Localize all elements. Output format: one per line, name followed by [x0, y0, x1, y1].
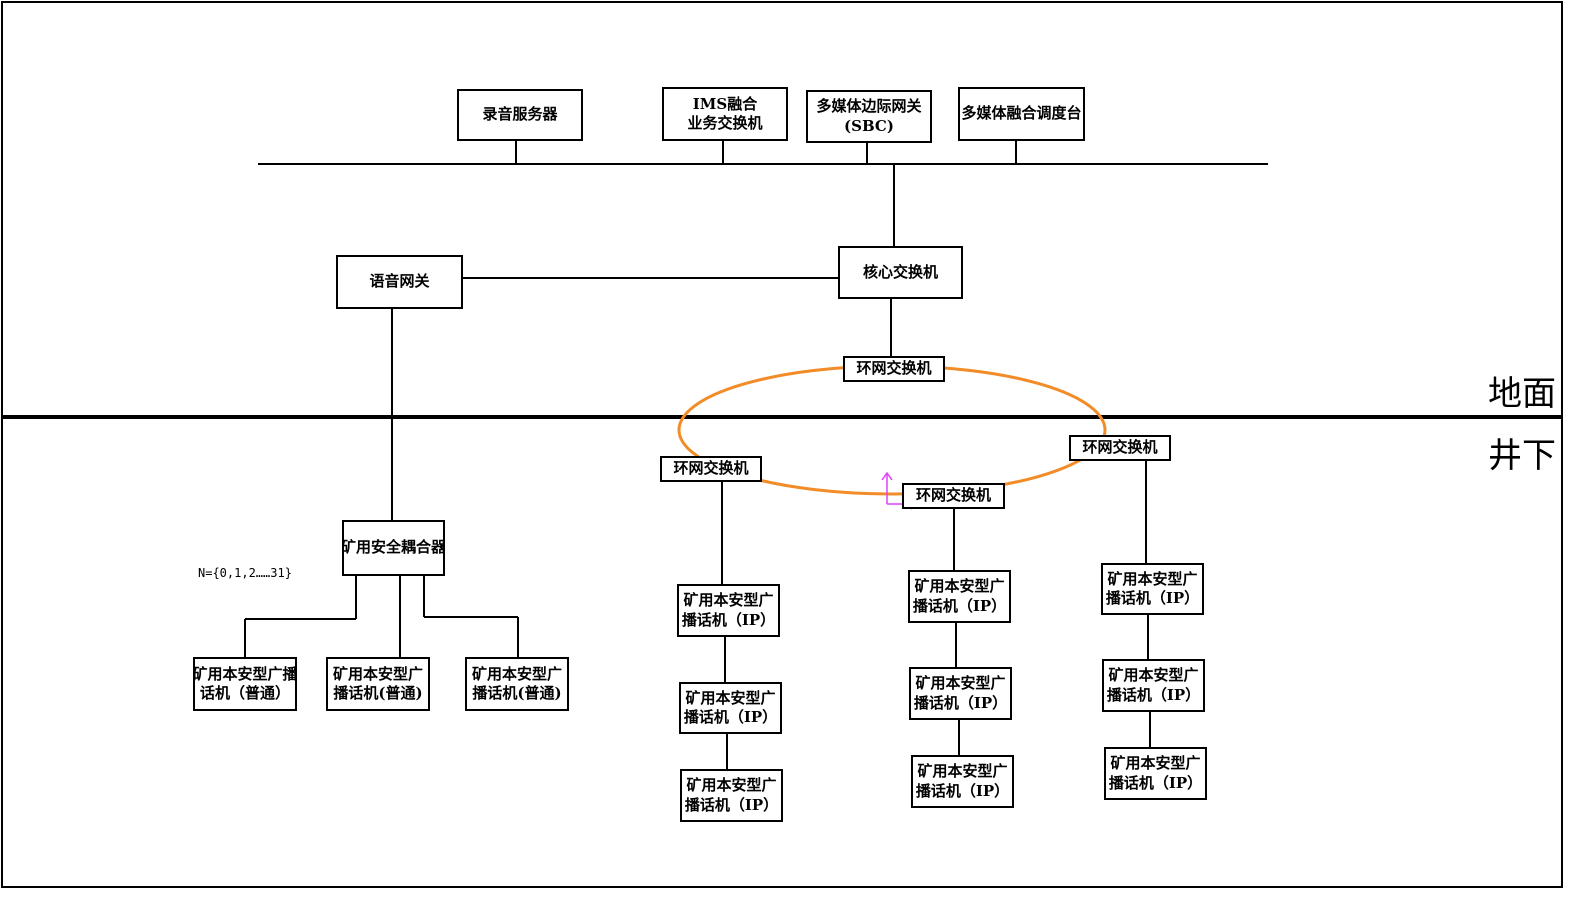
node-label: 播话机（IP） [683, 708, 778, 726]
node-label: 矿用本安型广 [915, 674, 1006, 692]
node-label: 矿用本安型广 [1108, 666, 1199, 684]
ims-switch-node[interactable]: IMS融合业务交换机 [662, 87, 788, 141]
node-label: 矿用本安型广 [917, 762, 1008, 780]
coupler-range-note: N={0,1,2……31} [198, 566, 292, 580]
node-label: 播话机（IP） [1105, 589, 1200, 607]
node-label: 多媒体边际网关 [816, 97, 922, 115]
ring-switch-right-node[interactable]: 环网交换机 [1069, 435, 1171, 461]
dispatch-console-node[interactable]: 多媒体融合调度台 [958, 87, 1085, 141]
ip-broadcast-phone-middle-3[interactable]: 矿用本安型广播话机（IP） [911, 755, 1014, 808]
ring-switch-middle-node[interactable]: 环网交换机 [902, 483, 1005, 509]
node-label: 播话机(普通) [472, 684, 562, 702]
underground-zone-label: 井下 [1488, 436, 1556, 476]
node-label: 矿用本安型广 [686, 776, 777, 794]
node-label: 播话机（IP） [1108, 773, 1203, 792]
outer-frame [1, 1, 1563, 888]
ip-broadcast-phone-right-1[interactable]: 矿用本安型广播话机（IP） [1101, 563, 1204, 615]
ip-broadcast-phone-middle-2[interactable]: 矿用本安型广播话机（IP） [909, 667, 1012, 720]
node-label: 播话机(普通) [333, 684, 423, 702]
ip-broadcast-phone-right-2[interactable]: 矿用本安型广播话机（IP） [1102, 659, 1205, 712]
node-label: 播话机（IP） [684, 795, 779, 814]
ring-switch-left-node[interactable]: 环网交换机 [660, 456, 762, 482]
ip-broadcast-phone-left-3[interactable]: 矿用本安型广播话机（IP） [680, 769, 783, 822]
node-label: 环网交换机 [673, 459, 749, 478]
node-label: 矿用本安型广 [332, 664, 423, 683]
node-label: 矿用本安型广 [1110, 754, 1201, 772]
node-label: (SBC) [844, 116, 894, 135]
voice-gateway-node[interactable]: 语音网关 [336, 255, 463, 309]
node-label: 矿用本安型广 [471, 664, 562, 683]
node-label: IMS融合 [692, 94, 758, 113]
node-label: 播话机（IP） [681, 610, 776, 629]
ip-broadcast-phone-middle-1[interactable]: 矿用本安型广播话机（IP） [908, 570, 1011, 623]
sbc-gateway-node[interactable]: 多媒体边际网关(SBC) [806, 90, 932, 143]
node-label: 矿用安全耦合器 [342, 538, 445, 557]
node-label: 语音网关 [369, 272, 430, 291]
node-label: 矿用本安型广 [683, 591, 774, 609]
node-label: 多媒体融合调度台 [961, 104, 1082, 123]
ip-broadcast-phone-left-2[interactable]: 矿用本安型广播话机（IP） [679, 682, 782, 734]
node-label: 环网交换机 [856, 359, 932, 378]
node-label: 矿用本安型广播 [193, 664, 297, 683]
node-label: 播话机（IP） [913, 693, 1008, 712]
node-label: 环网交换机 [1082, 438, 1158, 457]
node-label: 矿用本安型广 [1107, 569, 1198, 588]
node-label: 环网交换机 [915, 486, 991, 505]
node-label: 话机（普通） [199, 684, 290, 702]
ip-broadcast-phone-left-1[interactable]: 矿用本安型广播话机（IP） [677, 584, 780, 637]
node-label: 播话机（IP） [915, 781, 1010, 800]
node-label: 播话机（IP） [1106, 685, 1201, 704]
ip-broadcast-phone-right-3[interactable]: 矿用本安型广播话机（IP） [1104, 747, 1207, 800]
ring-switch-top-node[interactable]: 环网交换机 [843, 356, 945, 382]
node-label: 核心交换机 [862, 262, 938, 281]
recording-server-node[interactable]: 录音服务器 [457, 89, 583, 141]
node-label: 矿用本安型广 [685, 688, 776, 707]
analog-broadcast-phone-1[interactable]: 矿用本安型广播话机（普通） [193, 657, 297, 711]
node-label: 录音服务器 [482, 105, 558, 124]
node-label: 业务交换机 [687, 114, 763, 132]
surface-zone-label: 地面 [1488, 374, 1556, 414]
node-label: 矿用本安型广 [914, 577, 1005, 595]
analog-broadcast-phone-2[interactable]: 矿用本安型广播话机(普通) [326, 657, 430, 711]
node-label: 播话机（IP） [912, 596, 1007, 615]
mine-safety-coupler-node[interactable]: 矿用安全耦合器 [342, 520, 445, 576]
core-switch-node[interactable]: 核心交换机 [838, 246, 963, 299]
analog-broadcast-phone-3[interactable]: 矿用本安型广播话机(普通) [465, 657, 569, 711]
